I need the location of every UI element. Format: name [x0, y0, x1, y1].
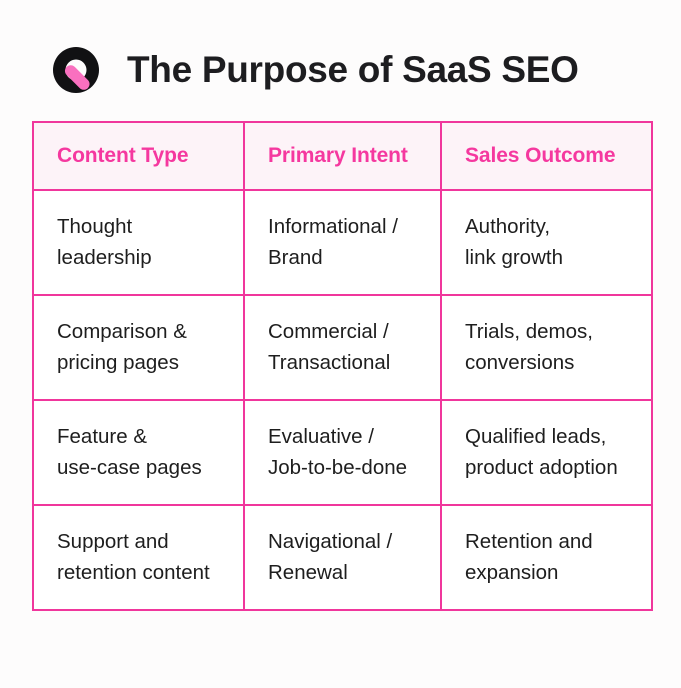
- cell-content-type: Thought leadership: [32, 189, 245, 296]
- cell-line: Brand: [268, 245, 323, 269]
- cell-sales-outcome: Authority, link growth: [440, 189, 653, 296]
- cell-primary-intent: Evaluative / Job-to-be-done: [243, 399, 442, 506]
- cell-primary-intent: Navigational / Renewal: [243, 504, 442, 611]
- cell-line: Evaluative /: [268, 425, 374, 449]
- cell-line: Support and: [57, 530, 169, 554]
- cell-line: pricing pages: [57, 350, 179, 374]
- page-title: The Purpose of SaaS SEO: [127, 48, 579, 90]
- table-row: Feature & use-case pages Evaluative / Jo…: [32, 399, 653, 506]
- cell-sales-outcome: Retention and expansion: [440, 504, 653, 611]
- table-body: Thought leadership Informational / Brand…: [32, 189, 653, 611]
- cell-sales-outcome: Trials, demos, conversions: [440, 294, 653, 401]
- cell-line: Job-to-be-done: [268, 455, 408, 479]
- cell-line: use-case pages: [57, 455, 202, 479]
- matrix-table-container: Content Type Primary Intent Sales Outcom…: [32, 121, 653, 611]
- cell-line: product adoption: [465, 455, 618, 479]
- table-header-row: Content Type Primary Intent Sales Outcom…: [32, 121, 653, 191]
- cell-sales-outcome: Qualified leads, product adoption: [440, 399, 653, 506]
- cell-line: Qualified leads,: [465, 425, 607, 449]
- q-ring-logo-icon: [49, 43, 103, 97]
- column-header-sales-outcome: Sales Outcome: [440, 121, 653, 191]
- cell-line: Commercial /: [268, 320, 389, 344]
- cell-line: expansion: [465, 560, 559, 584]
- cell-line: Informational /: [268, 215, 398, 239]
- cell-line: leadership: [57, 245, 152, 269]
- cell-content-type: Comparison & pricing pages: [32, 294, 245, 401]
- cell-line: Navigational /: [268, 530, 393, 554]
- column-header-primary-intent: Primary Intent: [243, 121, 442, 191]
- cell-line: Transactional: [268, 350, 391, 374]
- cell-line: Retention and: [465, 530, 593, 554]
- cell-line: Comparison &: [57, 320, 187, 344]
- cell-line: Renewal: [268, 560, 348, 584]
- cell-primary-intent: Informational / Brand: [243, 189, 442, 296]
- column-header-content-type: Content Type: [32, 121, 245, 191]
- table-row: Thought leadership Informational / Brand…: [32, 189, 653, 296]
- table-row: Support and retention content Navigation…: [32, 504, 653, 611]
- page-header: The Purpose of SaaS SEO: [0, 34, 681, 106]
- table-header: Content Type Primary Intent Sales Outcom…: [32, 121, 653, 191]
- cell-line: Thought: [57, 215, 133, 239]
- cell-content-type: Feature & use-case pages: [32, 399, 245, 506]
- cell-line: link growth: [465, 245, 563, 269]
- cell-line: Trials, demos,: [465, 320, 593, 344]
- cell-line: Feature &: [57, 425, 148, 449]
- cell-line: retention content: [57, 560, 210, 584]
- cell-line: Authority,: [465, 215, 551, 239]
- cell-primary-intent: Commercial / Transactional: [243, 294, 442, 401]
- saas-seo-matrix-table: Content Type Primary Intent Sales Outcom…: [32, 121, 653, 611]
- cell-line: conversions: [465, 350, 575, 374]
- cell-content-type: Support and retention content: [32, 504, 245, 611]
- table-row: Comparison & pricing pages Commercial / …: [32, 294, 653, 401]
